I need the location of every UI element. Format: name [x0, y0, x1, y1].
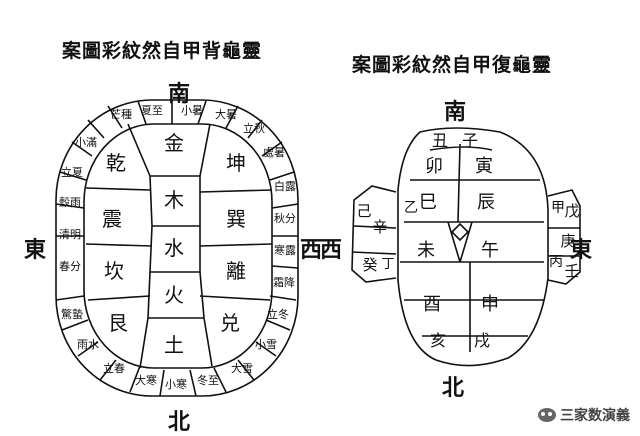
belly-inner-grid	[400, 143, 544, 352]
trigram-label: 巽	[226, 207, 246, 231]
back-north-label: 北	[168, 409, 191, 435]
solar-term-label: 秋分	[274, 211, 296, 225]
element-label: 水	[164, 236, 184, 260]
stem-label: 癸	[362, 256, 377, 274]
solar-term-label: 大寒	[135, 373, 157, 387]
back-shell-outer	[55, 99, 299, 397]
stem-label: 戊	[564, 202, 579, 220]
branch-label: 亥	[430, 331, 446, 350]
solar-term-label: 小滿	[75, 136, 97, 149]
element-label: 土	[164, 333, 184, 357]
stem-label: 丙	[549, 254, 563, 270]
stem-label: 庚	[560, 232, 575, 250]
branch-label: 卯	[425, 156, 443, 177]
stem-label: 壬	[564, 262, 579, 280]
back-term-ticks	[55, 100, 299, 397]
stem-label: 丁	[381, 257, 394, 272]
solar-term-label: 大雪	[231, 361, 253, 375]
solar-term-label: 白露	[274, 179, 296, 193]
watermark: 三家数演義	[538, 405, 630, 425]
solar-term-label: 寒露	[274, 243, 296, 257]
element-label: 火	[164, 283, 184, 307]
branch-label: 戌	[474, 331, 490, 350]
branch-label: 酉	[423, 294, 441, 315]
solar-term-label: 立春	[103, 361, 125, 375]
belly-right-wing	[547, 189, 581, 285]
solar-term-label: 芒種	[110, 107, 132, 121]
back-shell-inner	[83, 123, 273, 369]
branch-label: 巳	[419, 192, 437, 213]
solar-term-label: 立冬	[267, 307, 289, 321]
branch-label: 未	[417, 240, 435, 261]
belly-south-label: 南	[444, 99, 467, 125]
branch-label: 午	[481, 240, 499, 261]
solar-term-label: 春分	[59, 260, 81, 273]
belly-title: 案圖彩紋然自甲復龜靈	[352, 54, 553, 76]
wechat-icon	[538, 408, 556, 422]
trigram-label: 乾	[106, 151, 126, 175]
back-west-label: 西	[300, 237, 323, 263]
trigram-label: 兑	[220, 311, 240, 335]
branch-label: 丑	[432, 131, 448, 150]
solar-term-label: 立夏	[61, 165, 83, 179]
trigram-label: 艮	[108, 311, 128, 335]
trigram-label: 震	[102, 207, 122, 231]
trigram-label: 離	[226, 259, 246, 283]
element-label: 木	[164, 188, 184, 212]
back-east-label: 東	[24, 237, 47, 263]
solar-term-label: 霜降	[273, 275, 295, 289]
solar-term-label: 驚蟄	[61, 307, 83, 321]
solar-term-label: 小寒	[165, 377, 187, 391]
trigram-label: 坤	[226, 151, 246, 175]
trigram-label: 坎	[104, 259, 124, 283]
belly-left-wing	[351, 185, 397, 283]
stem-label: 乙	[404, 200, 418, 216]
branch-label: 子	[462, 131, 478, 150]
solar-term-label: 冬至	[197, 373, 219, 387]
element-label: 金	[164, 131, 184, 155]
solar-term-label: 處暑	[263, 145, 285, 159]
stem-label: 辛	[372, 218, 387, 236]
solar-term-label: 立秋	[243, 121, 265, 135]
branch-label: 辰	[477, 192, 495, 213]
belly-north-label: 北	[442, 375, 465, 401]
stem-label: 己	[356, 202, 371, 220]
belly-west-label: 西	[320, 237, 343, 263]
branch-label: 寅	[475, 156, 493, 177]
solar-term-label: 小暑	[181, 104, 203, 117]
solar-term-label: 大暑	[215, 107, 237, 121]
solar-term-label: 夏至	[141, 104, 163, 117]
back-title: 案圖彩紋然自甲背龜靈	[62, 40, 263, 62]
solar-term-label: 穀雨	[59, 196, 81, 209]
stem-label: 甲	[551, 200, 565, 216]
solar-term-label: 小雪	[255, 338, 277, 351]
belly-shell-outer	[397, 127, 549, 367]
back-inner-grid	[85, 123, 273, 369]
solar-term-label: 雨水	[77, 338, 99, 351]
branch-label: 申	[481, 294, 499, 315]
watermark-text: 三家数演義	[560, 408, 630, 424]
solar-term-label: 清明	[59, 228, 81, 241]
